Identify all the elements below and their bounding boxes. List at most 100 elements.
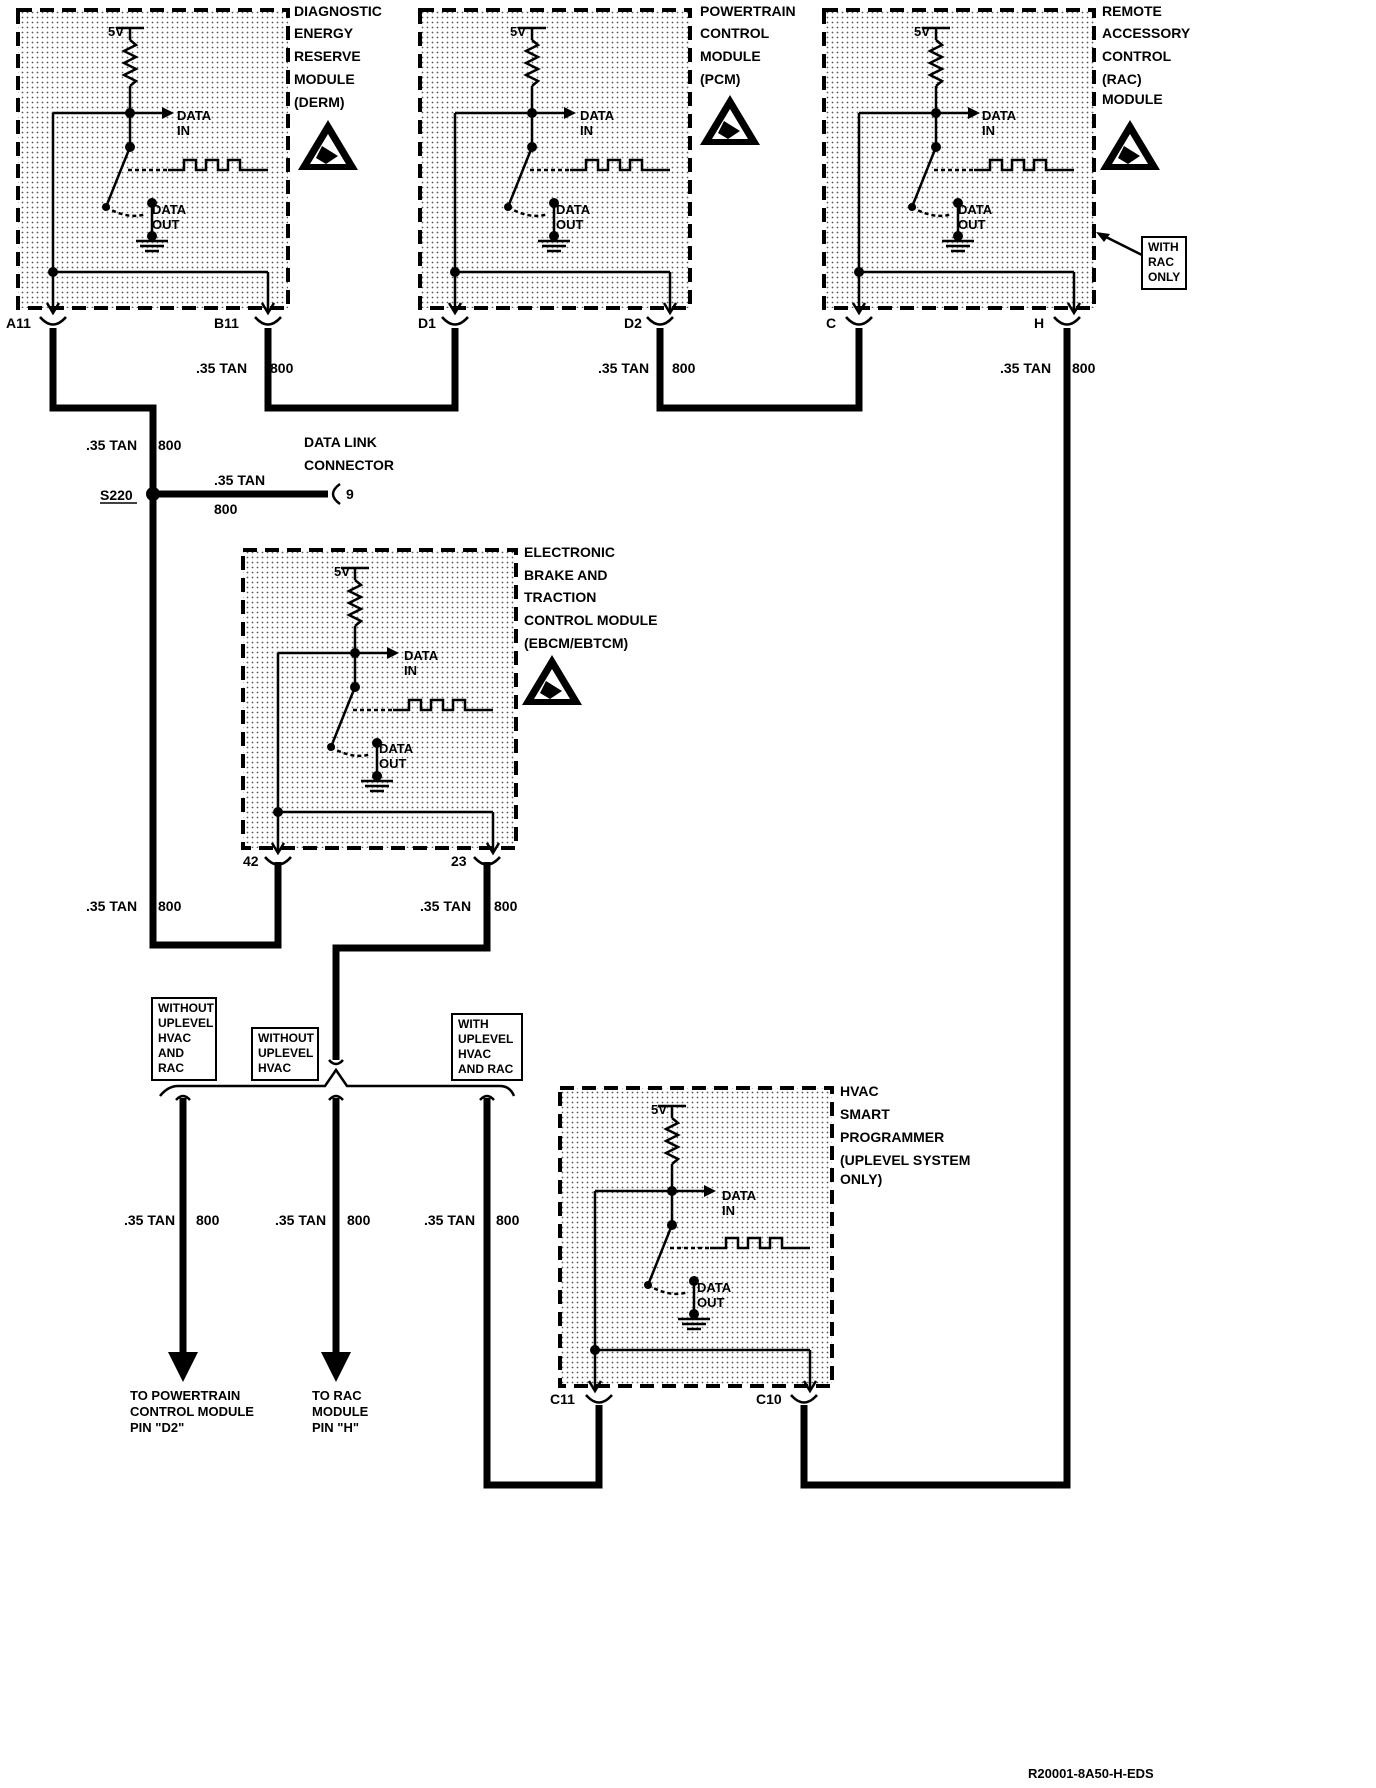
splice-label: S220 [100,487,133,503]
pcm-module [418,8,692,315]
svg-text:IN: IN [580,123,593,138]
svg-text:DATA: DATA [556,202,591,217]
svg-text:POWERTRAIN: POWERTRAIN [700,3,796,19]
derm-internal-labels: 5V DATA IN DATA OUT [108,24,212,232]
svg-text:REMOTE: REMOTE [1102,3,1162,19]
pcm-internal-labels: 5V DATA IN DATA OUT [510,24,615,232]
arrow-to-rac-icon [321,1352,351,1382]
svg-text:800: 800 [158,437,182,453]
svg-text:TRACTION: TRACTION [524,589,596,605]
option-box-with-hvac-rac [451,1013,523,1081]
esd-warning-icon [522,655,582,705]
svg-text:.35 TAN: .35 TAN [275,1212,326,1228]
svg-text:23: 23 [451,853,467,869]
svg-text:WITH: WITH [458,1017,489,1031]
svg-text:DIAGNOSTIC: DIAGNOSTIC [294,3,382,19]
svg-text:HVAC: HVAC [158,1031,191,1045]
svg-text:800: 800 [158,898,182,914]
svg-text:A11: A11 [6,315,31,331]
svg-text:DATA: DATA [697,1280,732,1295]
svg-text:OUT: OUT [556,217,584,232]
svg-text:OUT: OUT [379,756,407,771]
svg-text:MODULE: MODULE [312,1404,369,1419]
svg-text:C11: C11 [550,1391,575,1407]
svg-text:DATA: DATA [152,202,187,217]
svg-text:AND RAC: AND RAC [458,1062,514,1076]
option-with-hvac-rac-text: WITH UPLEVEL HVAC AND RAC [458,1017,514,1076]
esd-warning-icon [298,120,358,170]
pin-labels: A11 B11 D1 D2 C H 42 23 C11 C10 [6,315,1044,1407]
svg-text:UPLEVEL: UPLEVEL [158,1016,213,1030]
pcm-name: POWERTRAIN CONTROL MODULE (PCM) [700,3,796,87]
rac-note-box [1141,236,1187,290]
hvac-internal-labels: 5V DATA IN DATA OUT [651,1102,757,1310]
svg-text:(EBCM/EBTCM): (EBCM/EBTCM) [524,635,628,651]
esd-warning-icon [1100,120,1160,170]
svg-text:IN: IN [722,1203,735,1218]
svg-text:800: 800 [496,1212,520,1228]
svg-text:MODULE: MODULE [1102,91,1163,107]
wiring [49,328,1071,1489]
svg-text:IN: IN [177,123,190,138]
svg-text:(RAC): (RAC) [1102,71,1142,87]
svg-text:ENERGY: ENERGY [294,25,354,41]
svg-text:ONLY: ONLY [1148,270,1180,284]
rac-module [822,8,1096,315]
svg-text:WITHOUT: WITHOUT [158,1001,215,1015]
rac-name: REMOTE ACCESSORY CONTROL (RAC) MODULE [1102,3,1191,107]
svg-text:D1: D1 [418,315,436,331]
svg-text:BRAKE AND: BRAKE AND [524,567,607,583]
svg-text:.35 TAN: .35 TAN [424,1212,475,1228]
rac-note-text: WITH RAC ONLY [1148,240,1180,284]
svg-text:800: 800 [672,360,696,376]
ebcm-name: ELECTRONIC BRAKE AND TRACTION CONTROL MO… [524,544,658,651]
svg-text:5V: 5V [651,1102,667,1117]
svg-text:DATA: DATA [958,202,993,217]
svg-text:CONTROL MODULE: CONTROL MODULE [130,1404,254,1419]
option-box-without-hvac-rac [151,997,217,1081]
svg-text:.35 TAN: .35 TAN [86,898,137,914]
svg-text:5V: 5V [914,24,930,39]
option-without-hvac-rac-text: WITHOUT UPLEVEL HVAC AND RAC [158,1001,215,1075]
note-arrow-icon [1096,232,1110,242]
svg-text:H: H [1034,315,1044,331]
svg-text:SMART: SMART [840,1106,890,1122]
derm-module [16,8,290,315]
derm-name: DIAGNOSTIC ENERGY RESERVE MODULE (DERM) [294,3,382,110]
hvac-name: HVAC SMART PROGRAMMER (UPLEVEL SYSTEM ON… [840,1083,970,1187]
ebcm-internal-labels: 5V DATA IN DATA OUT [334,564,439,771]
svg-text:HVAC: HVAC [258,1061,291,1075]
rac-internal-labels: 5V DATA IN DATA OUT [914,24,1017,232]
svg-text:D2: D2 [624,315,642,331]
option-without-hvac-text: WITHOUT UPLEVEL HVAC [258,1031,315,1075]
svg-text:IN: IN [982,123,995,138]
svg-text:800: 800 [1072,360,1096,376]
option-bus [159,1059,516,1101]
svg-text:OUT: OUT [697,1295,725,1310]
svg-text:PIN "H": PIN "H" [312,1420,359,1435]
svg-text:.35 TAN: .35 TAN [124,1212,175,1228]
svg-text:C10: C10 [756,1391,782,1407]
svg-text:MODULE: MODULE [700,48,761,64]
destination-pcm-label: TO POWERTRAIN CONTROL MODULE PIN "D2" [130,1388,254,1435]
svg-text:(PCM): (PCM) [700,71,740,87]
svg-text:DATA: DATA [404,648,439,663]
svg-text:CONTROL: CONTROL [1102,48,1172,64]
svg-text:TO POWERTRAIN: TO POWERTRAIN [130,1388,240,1403]
connector-cups [39,316,1081,1404]
svg-text:RAC: RAC [1148,255,1174,269]
svg-text:ACCESSORY: ACCESSORY [1102,25,1191,41]
svg-text:.35 TAN: .35 TAN [1000,360,1051,376]
svg-text:800: 800 [347,1212,371,1228]
svg-text:HVAC: HVAC [458,1047,491,1061]
svg-text:.35 TAN: .35 TAN [196,360,247,376]
svg-text:800: 800 [494,898,518,914]
svg-text:DATA: DATA [982,108,1017,123]
svg-text:UPLEVEL: UPLEVEL [458,1032,513,1046]
splice-s220-dot [146,487,160,501]
svg-text:5V: 5V [108,24,124,39]
svg-text:PIN "D2": PIN "D2" [130,1420,184,1435]
svg-text:CONNECTOR: CONNECTOR [304,457,394,473]
svg-text:AND: AND [158,1046,184,1060]
